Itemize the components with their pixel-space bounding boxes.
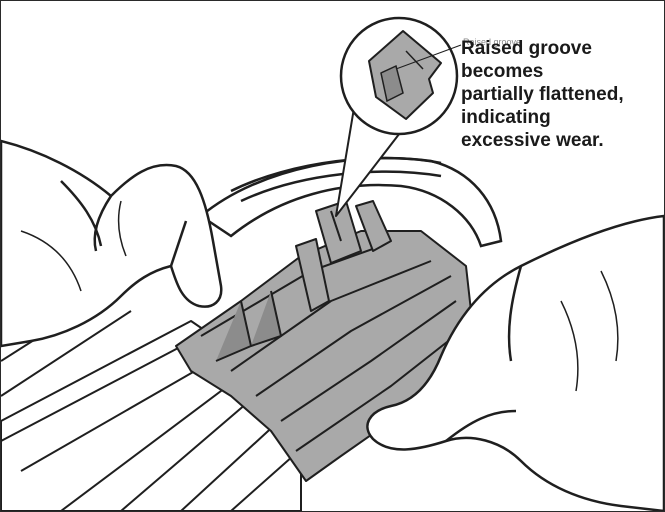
callout-line-5: excessive wear. xyxy=(461,130,604,151)
overlay-label: Raised groove xyxy=(463,37,522,47)
callout-line-4: indicating xyxy=(461,107,551,128)
wear-callout-text: Raised groove becomes partially flattene… xyxy=(461,37,661,152)
left-hand xyxy=(1,139,223,348)
housing-ring xyxy=(198,156,503,248)
raised-grooves xyxy=(295,200,392,312)
callout-line-2: becomes xyxy=(461,61,544,82)
callout-line-1: Raised groove xyxy=(461,38,592,59)
magnifier-circle xyxy=(339,16,462,136)
callout-line-3: partially flattened, xyxy=(461,84,624,105)
right-hand xyxy=(366,214,664,511)
